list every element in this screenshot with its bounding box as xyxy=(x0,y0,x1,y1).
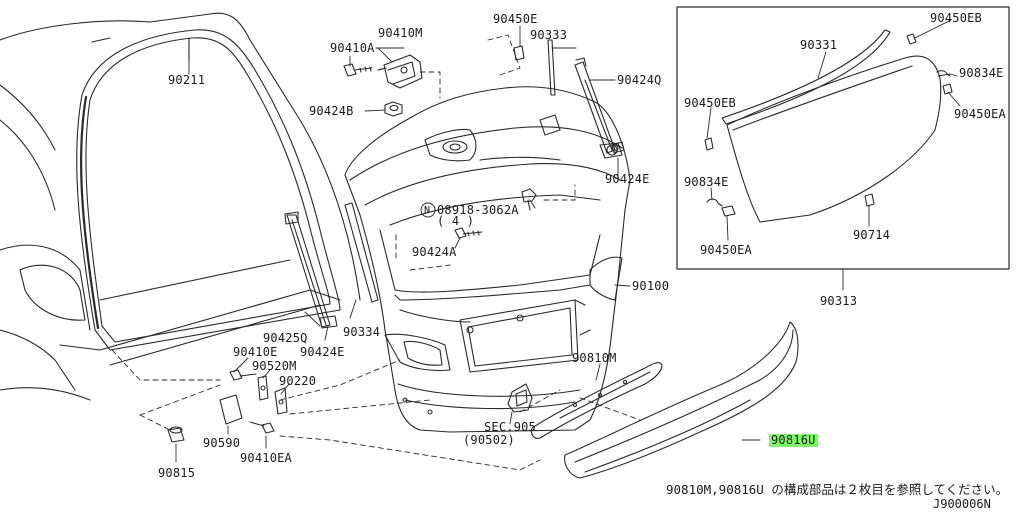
label-90450E: 90450E xyxy=(493,12,538,26)
label-90816U: 90816U xyxy=(769,433,818,447)
bracket-90220 xyxy=(275,388,287,414)
label-90424E-left: 90424E xyxy=(300,345,345,359)
label-08918-3062A: 08918-3062A xyxy=(437,203,519,217)
label-90815: 90815 xyxy=(158,466,196,480)
gas-strut-90424Q xyxy=(575,58,622,158)
grommet-90815 xyxy=(168,427,184,442)
molding-90331 xyxy=(722,30,890,124)
label-90425Q: 90425Q xyxy=(263,331,308,345)
module-90590 xyxy=(220,395,242,424)
label-90333: 90333 xyxy=(530,28,568,42)
dashed-reference-lines xyxy=(112,35,640,470)
label-sec905-ref: (90502) xyxy=(463,433,515,447)
bolt-90410EA xyxy=(250,422,274,433)
bolt-90410A xyxy=(344,64,372,76)
label-90410EA: 90410EA xyxy=(240,451,292,465)
label-08918-qty: ( 4 ) xyxy=(437,214,475,228)
label-90410E: 90410E xyxy=(233,345,278,359)
clip-90450E xyxy=(514,46,524,60)
nut-90424B xyxy=(385,102,402,116)
bolt-symbol-circle xyxy=(421,203,435,217)
footnote: 90810M,90816U の構成部品は２枚目を参照してください。 xyxy=(666,482,1009,497)
gas-strut-90425Q xyxy=(285,212,337,328)
bracket-90520M xyxy=(258,376,268,400)
label-90100: 90100 xyxy=(632,279,670,293)
label-90334: 90334 xyxy=(343,325,381,339)
label-inset-90331: 90331 xyxy=(800,38,838,52)
label-90810M: 90810M xyxy=(572,351,617,365)
weatherstrip-90211-inner xyxy=(86,38,330,342)
inset-box xyxy=(677,7,1009,269)
garnish-90810M xyxy=(531,363,662,439)
label-inset-90450EA-right: 90450EA xyxy=(954,107,1006,121)
label-inset-90834E-left: 90834E xyxy=(684,175,729,189)
label-90590: 90590 xyxy=(203,436,241,450)
label-90313: 90313 xyxy=(820,294,858,308)
label-inset-90450EB-left: 90450EB xyxy=(684,96,736,110)
label-90424B: 90424B xyxy=(309,104,354,118)
label-inset-90450EB-top: 90450EB xyxy=(930,11,982,25)
label-90424A: 90424A xyxy=(412,245,457,259)
label-90424Q: 90424Q xyxy=(617,73,662,87)
spoiler-90816U xyxy=(565,322,798,478)
sec905-part xyxy=(508,384,532,412)
rear-glass-90313 xyxy=(727,56,941,222)
diagram-id: J900006N xyxy=(933,497,991,511)
label-90424E-top: 90424E xyxy=(605,172,650,186)
label-inset-90714: 90714 xyxy=(853,228,891,242)
molding-90334 xyxy=(345,203,378,302)
weatherstrip-90211 xyxy=(77,30,340,350)
lock-actuator-90410M xyxy=(378,55,422,88)
vehicle-body-outline xyxy=(0,13,360,400)
label-sec905: SEC.905 xyxy=(484,420,536,434)
back-door-90100 xyxy=(345,87,630,432)
bolt-symbol: N xyxy=(424,205,431,216)
label-90520M: 90520M xyxy=(252,359,297,373)
label-90220: 90220 xyxy=(279,374,317,388)
leader-lines xyxy=(176,20,960,462)
label-inset-90834E-right: 90834E xyxy=(959,66,1004,80)
label-90410A: 90410A xyxy=(330,41,375,55)
label-inset-90450EA-left: 90450EA xyxy=(700,243,752,257)
label-90211: 90211 xyxy=(168,73,206,87)
bolt-08918-3062A xyxy=(522,189,536,210)
fastener-90424E-top xyxy=(612,142,624,153)
label-90410M: 90410M xyxy=(378,26,423,40)
bolt-90424A xyxy=(455,228,482,238)
